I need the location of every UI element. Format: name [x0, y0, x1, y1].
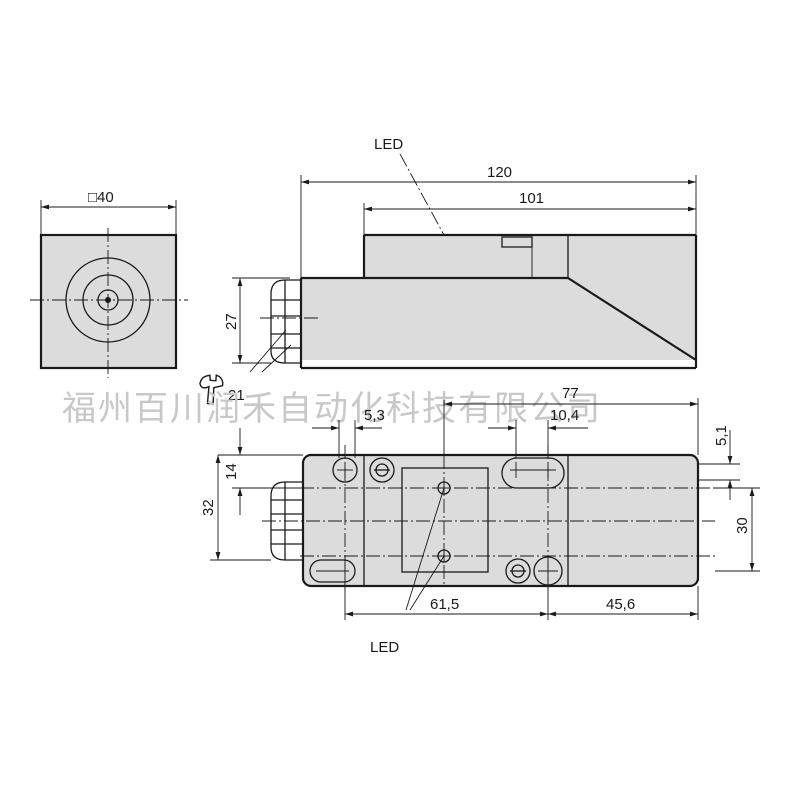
side-view: 120 101 LED 27 21: [199, 136, 698, 405]
dim-slot-104: 10,4: [550, 407, 579, 424]
dim-height-27: 27: [223, 313, 240, 330]
front-view: □40: [30, 189, 188, 378]
square-size-label: □40: [88, 189, 114, 206]
led-label-bottom: LED: [370, 639, 399, 656]
dim-51: 5,1: [713, 425, 730, 446]
dim-30: 30: [734, 517, 751, 534]
top-view: 77 5,3 10,4 14 32 5,1 30: [200, 385, 760, 656]
dim-32: 32: [200, 499, 217, 516]
wrench-icon: [199, 374, 224, 405]
dim-456: 45,6: [606, 596, 635, 613]
watermark-text: 福州百川润禾自动化科技有限公司: [62, 389, 602, 429]
led-label-top: LED: [374, 136, 403, 153]
dim-hole-53: 5,3: [364, 407, 385, 424]
wrench-size-label: 21: [228, 387, 245, 404]
dim-length-body: 101: [519, 190, 544, 207]
dim-length-77: 77: [562, 385, 579, 402]
dim-615: 61,5: [430, 596, 459, 613]
dim-length-total: 120: [487, 164, 512, 181]
dim-14: 14: [223, 463, 240, 480]
